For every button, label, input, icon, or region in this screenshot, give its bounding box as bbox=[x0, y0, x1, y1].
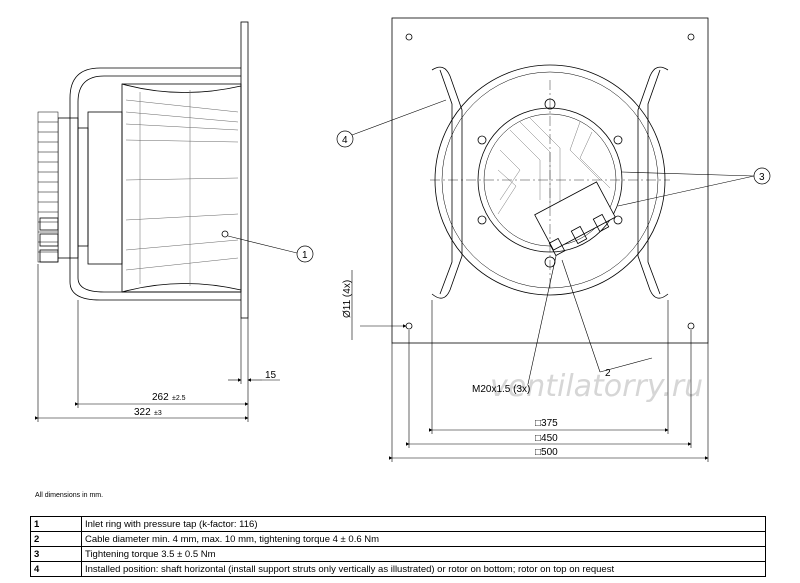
watermark: ventilatorry.ru bbox=[490, 369, 703, 404]
technical-drawing: ventilatorry.ru bbox=[35, 17, 771, 462]
callout-4: 4 bbox=[336, 99, 447, 148]
svg-text:4: 4 bbox=[342, 135, 348, 146]
legend-row: 3 Tightening torque 3.5 ± 0.5 Nm bbox=[30, 546, 766, 562]
side-view bbox=[37, 21, 249, 319]
dim-262-tolerance: ±2.5 bbox=[172, 395, 186, 402]
legend-row: 1 Inlet ring with pressure tap (k-factor… bbox=[30, 516, 766, 532]
front-dimensions bbox=[351, 270, 709, 462]
svg-text:2: 2 bbox=[605, 368, 611, 379]
dim-375: □375 bbox=[535, 418, 558, 429]
legend-row: 2 Cable diameter min. 4 mm, max. 10 mm, … bbox=[30, 531, 766, 547]
front-view bbox=[391, 17, 709, 344]
dim-322: 322 bbox=[134, 407, 151, 418]
legend-text: Installed position: shaft horizontal (in… bbox=[81, 561, 766, 577]
units-note: All dimensions in mm. bbox=[35, 492, 104, 499]
legend-number: 4 bbox=[30, 561, 82, 577]
legend-text: Inlet ring with pressure tap (k-factor: … bbox=[81, 516, 766, 532]
legend-text: Cable diameter min. 4 mm, max. 10 mm, ti… bbox=[81, 531, 766, 547]
dim-500: □500 bbox=[535, 447, 558, 458]
callout-1: 1 bbox=[227, 235, 314, 263]
svg-text:3: 3 bbox=[759, 172, 765, 183]
legend-number: 1 bbox=[30, 516, 82, 532]
dim-hole: Ø11 (4x) bbox=[342, 280, 353, 318]
legend-number: 2 bbox=[30, 531, 82, 547]
side-dimensions bbox=[35, 264, 280, 422]
legend-number: 3 bbox=[30, 546, 82, 562]
callout-3: 3 bbox=[617, 167, 771, 207]
legend-text: Tightening torque 3.5 ± 0.5 Nm bbox=[81, 546, 766, 562]
dim-322-tolerance: ±3 bbox=[154, 410, 162, 417]
legend-row: 4 Installed position: shaft horizontal (… bbox=[30, 561, 766, 577]
dim-cable-gland: M20x1.5 (3x) bbox=[472, 384, 530, 395]
dim-450: □450 bbox=[535, 433, 558, 444]
dim-15: 15 bbox=[265, 370, 277, 381]
callout-2: 2 bbox=[527, 255, 653, 385]
legend-table: 1 Inlet ring with pressure tap (k-factor… bbox=[30, 516, 766, 577]
svg-text:1: 1 bbox=[302, 250, 308, 261]
dim-262: 262 bbox=[152, 392, 169, 403]
